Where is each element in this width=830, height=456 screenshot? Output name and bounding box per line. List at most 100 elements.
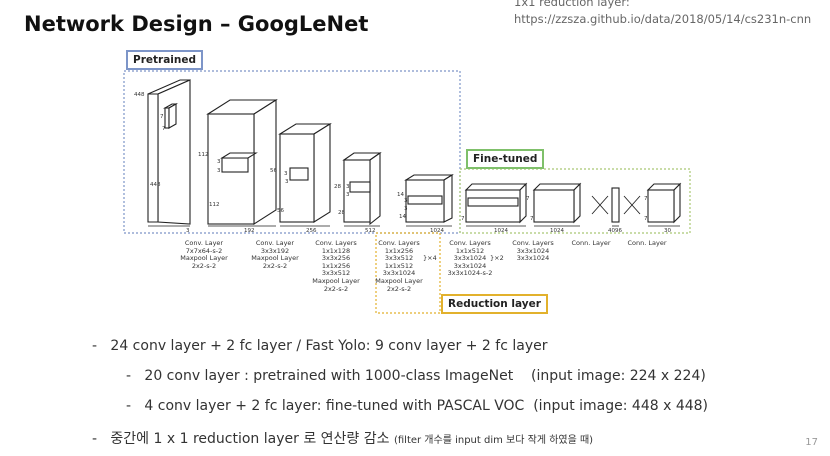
bullet-text: 20 conv layer : pretrained with 1000-cla… xyxy=(144,368,706,384)
slide-title: Network Design – GoogLeNet xyxy=(24,12,369,36)
pretrained-tag: Pretrained xyxy=(126,50,203,70)
group-line: 1x1x512 xyxy=(455,246,485,255)
conv-block-5 xyxy=(464,182,528,224)
layer-group-7: Conn. Layer xyxy=(566,239,616,248)
group-line: Maxpool Layer xyxy=(180,254,228,263)
dim-b2-w: 56 xyxy=(277,208,284,214)
group-name: Conv. Layer xyxy=(184,239,224,247)
dim-b1-h: 112 xyxy=(198,152,209,158)
fc-layer-block xyxy=(611,187,620,223)
bullet-4: - 중간에 1 x 1 reduction layer 로 연산량 감소 (fi… xyxy=(92,428,593,448)
page-number: 17 xyxy=(805,437,818,448)
dim-k5: 3 xyxy=(404,198,408,204)
output-block xyxy=(646,182,682,224)
dim-k2: 3 xyxy=(217,159,221,165)
layer-group-4: Conv. Layers 1x1x256 3x3x512 1x1x512 3x3… xyxy=(372,239,426,293)
bullet-marker: - xyxy=(92,338,98,354)
group-line: 1x1x256 xyxy=(384,246,414,255)
dim-k3b: 3 xyxy=(285,179,289,185)
group-name: Conv. Layers xyxy=(315,239,357,247)
group-name: Conv. Layers xyxy=(512,239,554,247)
source-line-1: 1x1 reduction layer: xyxy=(514,0,630,9)
group-line: 1x1x256 xyxy=(321,261,351,270)
group-line: 1x1x512 xyxy=(384,261,414,270)
bullet-3: - 4 conv layer + 2 fc layer: fine-tuned … xyxy=(126,398,708,414)
bullet-text: 4 conv layer + 2 fc layer: fine-tuned wi… xyxy=(144,398,709,414)
bullet-marker: - xyxy=(126,368,132,384)
dim-b6-w: 7 xyxy=(530,216,534,222)
bullet-marker: - xyxy=(92,431,98,447)
dim-k4b: 3 xyxy=(346,192,350,198)
bullet-text: 중간에 1 x 1 reduction layer 로 연산량 감소 xyxy=(110,431,390,447)
group-line: 3x3x1024 xyxy=(382,269,416,278)
layer-group-2: Conv. Layer 3x3x192 Maxpool Layer 2x2-s-… xyxy=(245,239,305,270)
dim-b6-h: 7 xyxy=(526,196,530,202)
pretrained-region xyxy=(123,70,461,234)
group-name: Conn. Layer xyxy=(571,239,611,247)
group-line: 3x3x192 xyxy=(260,246,290,255)
dim-out-d: 30 xyxy=(664,228,671,234)
dim-k3: 3 xyxy=(284,171,288,177)
reduction-region xyxy=(375,232,441,314)
dim-b1-w: 112 xyxy=(209,202,220,208)
group-line: 7x7x64-s-2 xyxy=(185,246,223,255)
dim-b4-h: 14 xyxy=(397,192,404,198)
dim-b4-w: 14 xyxy=(399,214,406,220)
architecture-diagram: 448 448 3 7 7 112 112 192 3 3 56 56 256 … xyxy=(123,70,691,314)
dim-b1-d: 192 xyxy=(244,228,255,234)
dim-b3-w: 28 xyxy=(338,210,345,216)
group-line: 2x2-s-2 xyxy=(191,261,217,270)
group-name: Conv. Layers xyxy=(378,239,420,247)
dim-k2b: 3 xyxy=(217,168,221,174)
group-line: 2x2-s-2 xyxy=(386,284,412,293)
group-name: Conn. Layer xyxy=(627,239,667,247)
dim-k5b: 3 xyxy=(404,206,408,212)
bullet-2: - 20 conv layer : pretrained with 1000-c… xyxy=(126,368,706,384)
dim-k1b: 7 xyxy=(162,126,166,132)
bullet-marker: - xyxy=(126,398,132,414)
conv-block-6 xyxy=(532,182,582,224)
input-image-block xyxy=(147,79,191,225)
dim-b3-h: 28 xyxy=(334,184,341,190)
finetuned-tag: Fine-tuned xyxy=(466,149,545,169)
group-name: Conv. Layer xyxy=(255,239,295,247)
layer-group-1: Conv. Layer 7x7x64-s-2 Maxpool Layer 2x2… xyxy=(174,239,234,270)
source-url: https://zzsza.github.io/data/2018/05/14/… xyxy=(514,12,812,26)
repeat-x4: }×4 xyxy=(423,254,437,262)
group-line: 3x3x512 xyxy=(321,269,351,278)
group-line: 3x3x1024 xyxy=(453,254,487,263)
layer-group-3: Conv. Layers 1x1x128 3x3x256 1x1x256 3x3… xyxy=(306,239,366,293)
group-line: 3x3x1024 xyxy=(453,261,487,270)
layer-group-5: Conv. Layers 1x1x512 3x3x1024 3x3x1024 3… xyxy=(442,239,498,278)
dim-b6-d: 1024 xyxy=(550,228,564,234)
group-line: Maxpool Layer xyxy=(251,254,299,263)
layer-group-8: Conn. Layer xyxy=(622,239,672,248)
dim-in-d: 3 xyxy=(186,228,190,234)
fc-connections xyxy=(591,195,641,215)
conv-block-3 xyxy=(342,151,382,226)
group-line: 1x1x128 xyxy=(321,246,351,255)
group-line: 2x2-s-2 xyxy=(262,261,288,270)
reduction-layer-tag: Reduction layer xyxy=(441,294,548,314)
finetuned-region xyxy=(459,168,691,234)
dim-in-h: 448 xyxy=(134,92,145,98)
dim-b2-h: 56 xyxy=(270,168,277,174)
source-reference: 1x1 reduction layer: https://zzsza.githu… xyxy=(514,0,811,28)
dim-k1: 7 xyxy=(160,114,164,120)
repeat-x2: }×2 xyxy=(490,254,504,262)
dim-out-w: 7 xyxy=(644,216,648,222)
dim-b3-d: 512 xyxy=(365,228,376,234)
dim-in-w: 448 xyxy=(150,182,161,188)
dim-fc-d: 4096 xyxy=(608,228,622,234)
dim-b2-d: 256 xyxy=(306,228,317,234)
conv-block-1 xyxy=(206,98,278,226)
group-name: Conv. Layers xyxy=(449,239,491,247)
group-line: 3x3x1024-s-2 xyxy=(447,269,493,278)
conv-block-4 xyxy=(404,174,454,223)
bullet-note: (filter 개수를 input dim 보다 작게 하였을 때) xyxy=(393,435,594,446)
group-line: 3x3x512 xyxy=(384,254,414,263)
dim-b5-w: 7 xyxy=(461,216,465,222)
conv-block-2 xyxy=(278,123,332,223)
group-line: Maxpool Layer xyxy=(312,276,360,285)
